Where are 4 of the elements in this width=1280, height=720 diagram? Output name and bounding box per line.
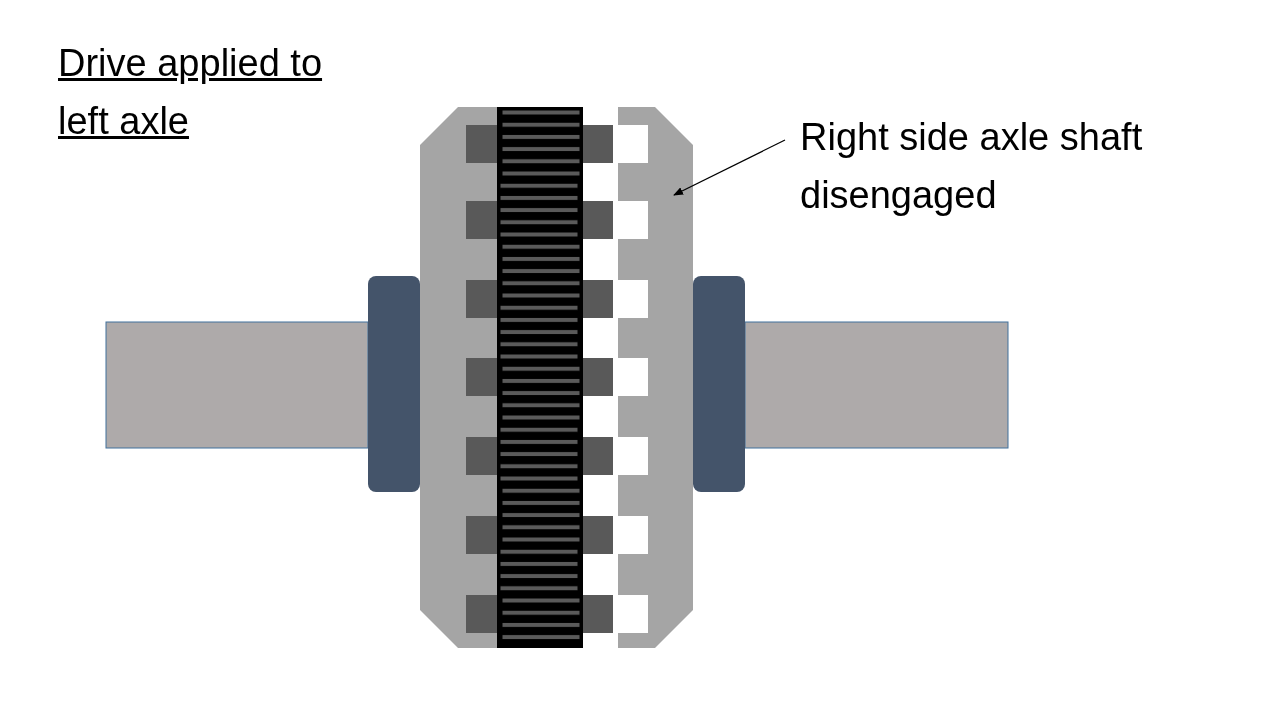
leader-line <box>673 139 786 196</box>
coupling-half <box>618 107 693 648</box>
title: Drive applied to left axle <box>58 41 324 144</box>
callout-text: Right side axle shaft disengaged <box>800 108 1220 224</box>
